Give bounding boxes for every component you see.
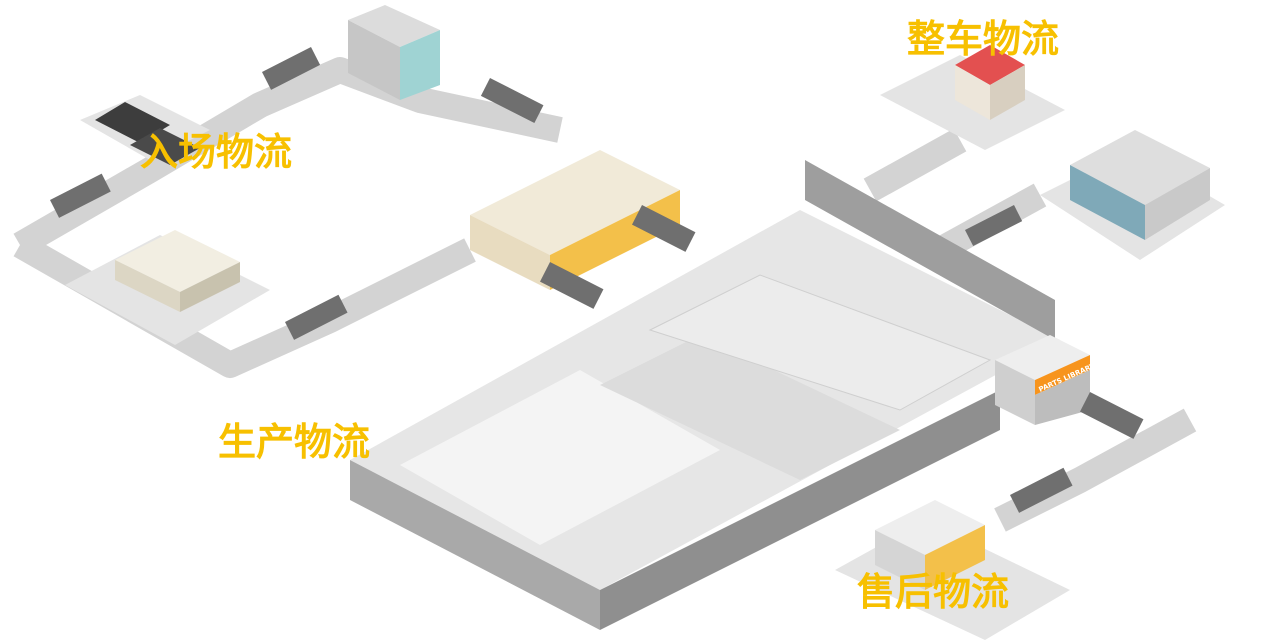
car-parking bbox=[648, 274, 992, 411]
zone-label-aftersales: 售后物流 bbox=[857, 570, 1009, 614]
production-hall bbox=[400, 370, 720, 545]
vehicle-depot-building bbox=[955, 45, 1025, 120]
zone-label-production: 生产物流 bbox=[218, 420, 370, 464]
zone-label-inbound: 入场物流 bbox=[140, 130, 292, 174]
factory-wall-right bbox=[600, 390, 1000, 630]
supplier-building bbox=[115, 230, 240, 312]
factory-wall-left bbox=[350, 460, 600, 630]
trucks bbox=[50, 47, 1144, 513]
assembly-line bbox=[600, 335, 900, 480]
service-center-building bbox=[875, 500, 985, 590]
parts-library-building: PARTS LIBRARY bbox=[995, 335, 1097, 425]
factory-wall-back bbox=[805, 160, 1055, 340]
office-tower bbox=[348, 5, 440, 100]
zone-label-vehicle: 整车物流 bbox=[907, 17, 1059, 61]
warehouse-sheds bbox=[95, 102, 200, 165]
dealer-building bbox=[1070, 130, 1210, 240]
